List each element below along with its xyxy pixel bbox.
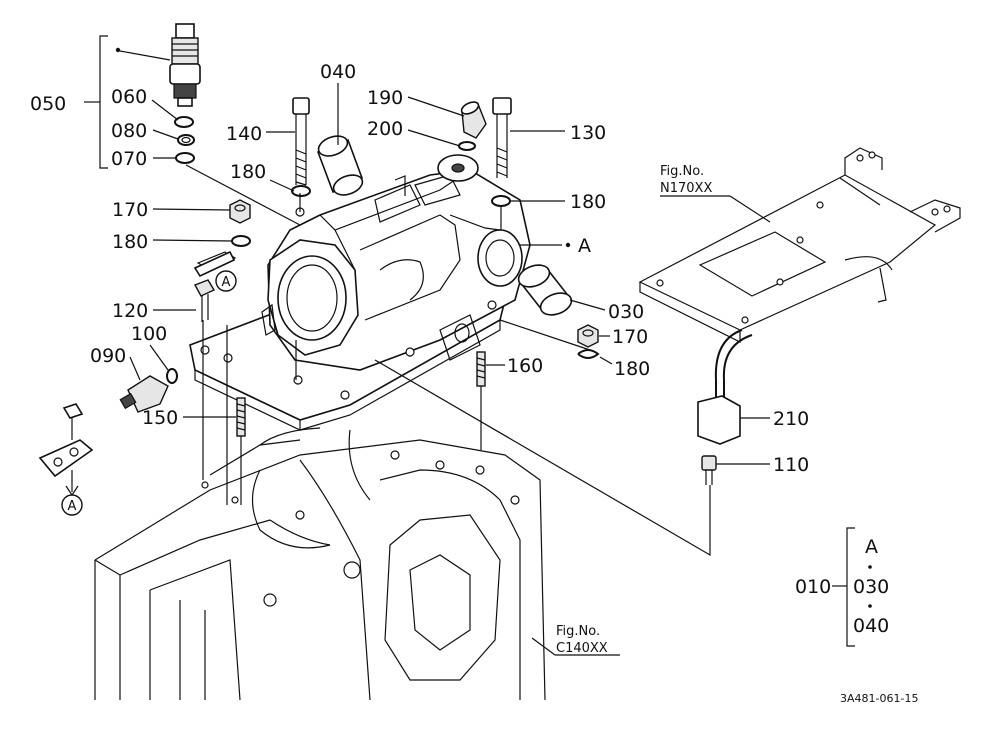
fig-ref-transmission-case: Fig.No. C140XX bbox=[556, 624, 608, 656]
callout-180-right: 180 bbox=[614, 358, 650, 380]
o-ring-100 bbox=[166, 368, 178, 384]
ref-marker-a-upper-text: A bbox=[222, 275, 231, 290]
washer-180-left bbox=[231, 235, 251, 247]
callout-180-bolt130: 180 bbox=[570, 191, 606, 213]
callout-160: 160 bbox=[507, 355, 543, 377]
callout-060: 060 bbox=[111, 86, 147, 108]
callout-030: 030 bbox=[608, 301, 644, 323]
fig-ref-c-label: Fig.No. bbox=[556, 624, 600, 639]
callout-090: 090 bbox=[90, 345, 126, 367]
nut-170-right bbox=[577, 324, 599, 348]
fig-ref-n-label: Fig.No. bbox=[660, 164, 704, 179]
plug-190 bbox=[460, 101, 487, 139]
bolt-130 bbox=[492, 97, 512, 178]
callout-130: 130 bbox=[570, 122, 606, 144]
sensor-090 bbox=[119, 375, 169, 413]
callout-110: 110 bbox=[773, 454, 809, 476]
callout-180-left: 180 bbox=[112, 231, 148, 253]
ref-marker-a-upper: A bbox=[215, 270, 237, 292]
callout-080: 080 bbox=[111, 120, 147, 142]
callout-050: 050 bbox=[30, 93, 66, 115]
transmission-case bbox=[94, 427, 546, 701]
callout-070: 070 bbox=[111, 148, 147, 170]
callout-140: 140 bbox=[226, 123, 262, 145]
callout-170-left: 170 bbox=[112, 199, 148, 221]
legend-item-a: A bbox=[865, 536, 878, 558]
fig-ref-n-value: N170XX bbox=[660, 181, 712, 196]
sleeve-040 bbox=[316, 135, 364, 196]
alignment-lines bbox=[202, 177, 881, 557]
ref-marker-a-lower: A bbox=[61, 494, 83, 516]
stud-160 bbox=[476, 351, 486, 387]
callout-210: 210 bbox=[773, 408, 809, 430]
callout-200: 200 bbox=[367, 118, 403, 140]
legend-item-040: 040 bbox=[853, 615, 889, 637]
callout-040: 040 bbox=[320, 61, 356, 83]
sleeve-030 bbox=[517, 264, 573, 316]
fig-ref-c-value: C140XX bbox=[556, 641, 608, 656]
callout-120: 120 bbox=[112, 300, 148, 322]
hydraulic-cylinder-housing bbox=[189, 154, 531, 431]
fig-ref-top-link-bracket: Fig.No. N170XX bbox=[660, 164, 712, 196]
pipe-210 bbox=[697, 329, 753, 445]
o-rings-060-080-070 bbox=[174, 116, 195, 164]
fitting-110 bbox=[701, 455, 717, 485]
bolt-and-bracket-lower-left bbox=[38, 403, 94, 497]
washer-180-bolt140 bbox=[291, 185, 311, 197]
washer-200 bbox=[458, 141, 476, 151]
nut-170-left bbox=[229, 199, 251, 224]
callout-190: 190 bbox=[367, 87, 403, 109]
callout-labels: 050 060 080 070 040 190 200 140 130 180 … bbox=[30, 61, 809, 476]
top-link-bracket-N170XX bbox=[638, 147, 961, 343]
bolt-140 bbox=[292, 97, 310, 186]
assembly-legend-010: 010 A 030 040 bbox=[795, 536, 889, 637]
callout-100: 100 bbox=[131, 323, 167, 345]
washer-180-right bbox=[577, 349, 600, 359]
relief-valve-assembly bbox=[169, 23, 201, 107]
stud-150 bbox=[236, 397, 246, 437]
legend-prefix: 010 bbox=[795, 576, 831, 598]
callout-180-bolt140: 180 bbox=[230, 161, 266, 183]
ref-marker-a-lower-text: A bbox=[68, 499, 77, 514]
bracket-tab bbox=[193, 250, 236, 278]
callout-150: 150 bbox=[142, 407, 178, 429]
legend-item-030: 030 bbox=[853, 576, 889, 598]
drawing-code: 3A481-061-15 bbox=[840, 692, 918, 705]
callout-a: A bbox=[578, 235, 591, 257]
leader-lines bbox=[84, 35, 855, 656]
callout-170-right: 170 bbox=[612, 326, 648, 348]
bolt-120 bbox=[194, 279, 216, 322]
valve-axis-line bbox=[185, 164, 301, 226]
